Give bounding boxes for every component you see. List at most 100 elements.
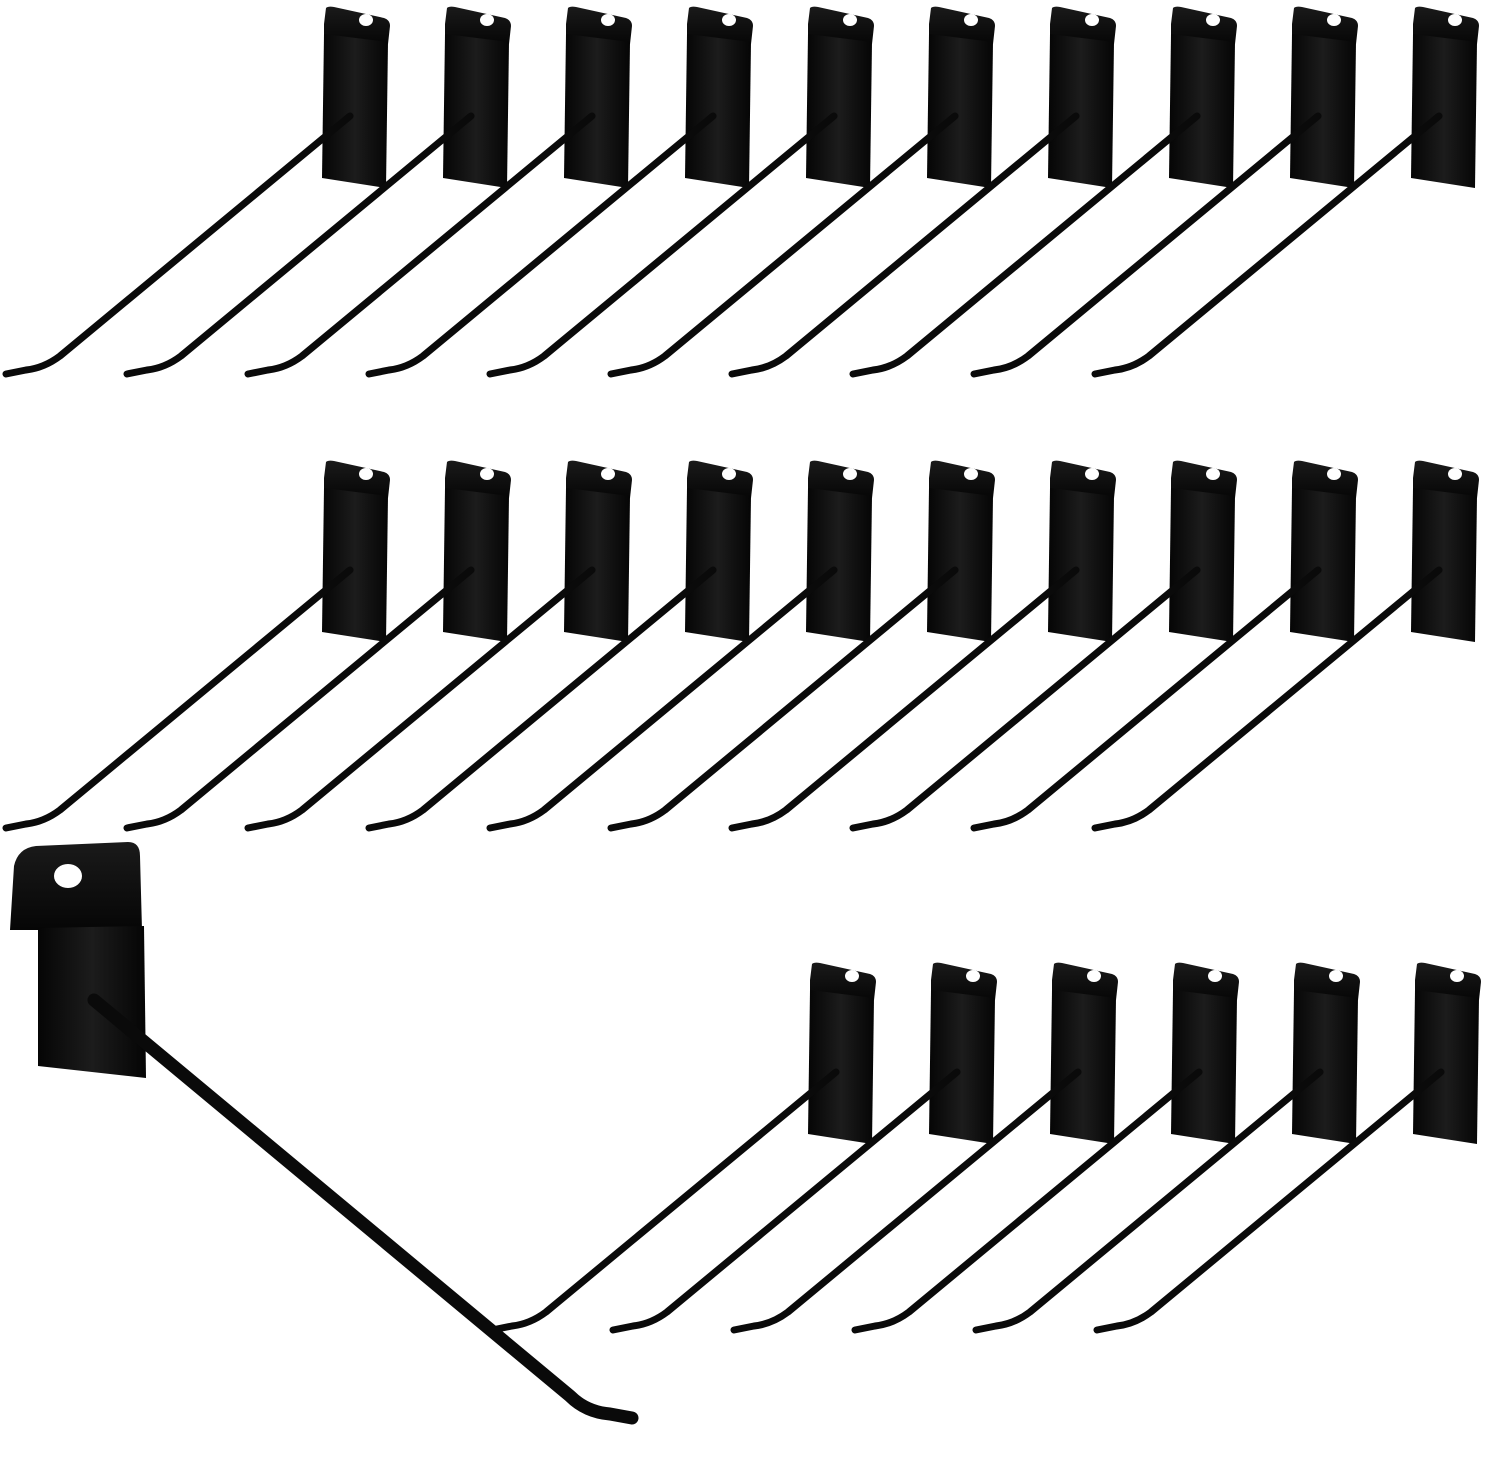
hook-plate	[929, 990, 995, 1144]
hook-tab	[1413, 460, 1479, 498]
row-middle-hook-1	[2, 460, 390, 832]
hook-tab	[808, 6, 874, 44]
hook-tab	[929, 6, 995, 44]
hook-wire	[728, 566, 1080, 832]
mounting-hole	[722, 468, 736, 480]
mounting-hole	[1329, 970, 1343, 982]
hook-tab	[566, 6, 632, 44]
hook-plate	[564, 488, 630, 642]
mounting-hole	[843, 468, 857, 480]
hook-tab	[810, 962, 876, 1000]
hook-tab	[1173, 962, 1239, 1000]
hook-wire	[486, 566, 838, 832]
hook-plate	[1290, 488, 1356, 642]
hook-wire	[849, 566, 1201, 832]
hook-wire	[970, 566, 1322, 832]
hook-plate	[1411, 488, 1477, 642]
hook-tab	[1171, 460, 1237, 498]
hook-wire	[244, 112, 596, 378]
hook-wire	[972, 1068, 1324, 1334]
hook-tab	[1171, 6, 1237, 44]
hook-tab	[324, 6, 390, 44]
hook-wire	[123, 566, 475, 832]
hook-plate	[443, 488, 509, 642]
featured-hook	[10, 842, 639, 1425]
hook-wire	[1091, 112, 1443, 378]
hook-wire	[365, 566, 717, 832]
row-bottom-hook-5	[972, 962, 1360, 1334]
row-middle-hook-3	[244, 460, 632, 832]
hook-tab	[1413, 6, 1479, 44]
hook-plate	[322, 34, 388, 188]
row-top-hook-5	[486, 6, 874, 378]
mounting-hole	[359, 14, 373, 26]
mounting-hole	[1085, 468, 1099, 480]
mounting-hole	[1327, 14, 1341, 26]
hook-tab	[1052, 962, 1118, 1000]
row-top-hook-9	[970, 6, 1358, 378]
hook-plate	[806, 488, 872, 642]
hook-wire	[488, 1068, 840, 1334]
hook-plate	[1290, 34, 1356, 188]
row-bottom-hook-3	[730, 962, 1118, 1334]
row-middle-hook-5	[486, 460, 874, 832]
hook-tab	[1050, 6, 1116, 44]
hook-wire	[728, 112, 1080, 378]
mounting-hole	[480, 468, 494, 480]
hook-wire	[123, 112, 475, 378]
hook-plate	[806, 34, 872, 188]
mounting-hole	[54, 864, 82, 888]
hook-tab	[1294, 962, 1360, 1000]
row-bottom-hook-4	[851, 962, 1239, 1334]
hook-plate	[927, 488, 993, 642]
mounting-hole	[843, 14, 857, 26]
hook-wire	[244, 566, 596, 832]
row-middle-hook-7	[728, 460, 1116, 832]
hook-wire	[609, 1068, 961, 1334]
row-middle-hook-10	[1091, 460, 1479, 832]
mounting-hole	[1448, 468, 1462, 480]
row-top-hook-2	[123, 6, 511, 378]
mounting-hole	[1085, 14, 1099, 26]
row-top-hook-1	[2, 6, 390, 378]
hook-plate	[685, 488, 751, 642]
row-middle-hook-8	[849, 460, 1237, 832]
mounting-hole	[722, 14, 736, 26]
mounting-hole	[845, 970, 859, 982]
hook-tab	[929, 460, 995, 498]
hook-plate	[1413, 990, 1479, 1144]
hook-wire	[87, 993, 639, 1425]
hook-tab	[445, 460, 511, 498]
hook-plate	[1292, 990, 1358, 1144]
hook-plate	[927, 34, 993, 188]
mounting-hole	[1450, 970, 1464, 982]
hook-tab	[1050, 460, 1116, 498]
hook-wire	[851, 1068, 1203, 1334]
hook-wire	[1091, 566, 1443, 832]
hook-plate	[1411, 34, 1477, 188]
hook-plate	[564, 34, 630, 188]
row-middle-hook-9	[970, 460, 1358, 832]
row-middle-hook-6	[607, 460, 995, 832]
hook-tab	[808, 460, 874, 498]
row-top-hook-6	[607, 6, 995, 378]
row-top-hook-10	[1091, 6, 1479, 378]
hook-plate	[1050, 990, 1116, 1144]
hook-plate	[685, 34, 751, 188]
mounting-hole	[1448, 14, 1462, 26]
hook-tab	[1292, 6, 1358, 44]
hook-plate	[808, 990, 874, 1144]
hook-tab	[687, 460, 753, 498]
mounting-hole	[1087, 970, 1101, 982]
hook-wire	[730, 1068, 1082, 1334]
mounting-hole	[601, 14, 615, 26]
hook-plate	[1048, 488, 1114, 642]
hook-wire	[970, 112, 1322, 378]
mounting-hole	[480, 14, 494, 26]
hook-tab	[1292, 460, 1358, 498]
row-middle-hook-4	[365, 460, 753, 832]
hook-tab	[566, 460, 632, 498]
mounting-hole	[1206, 468, 1220, 480]
row-bottom-hook-6	[1093, 962, 1481, 1334]
